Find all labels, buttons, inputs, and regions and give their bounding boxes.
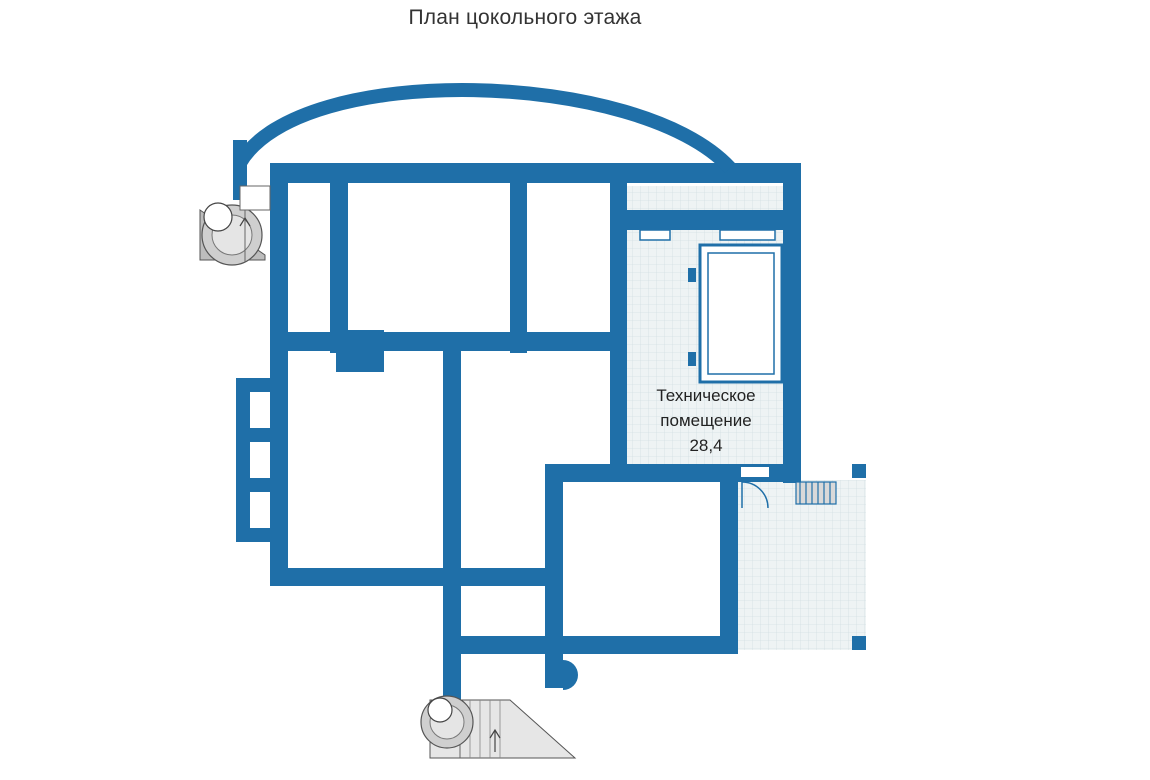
room-label-tech: Техническое помещение 28,4 — [656, 386, 755, 455]
tiled-porch — [738, 480, 866, 650]
porch-door — [741, 481, 769, 509]
room-name: Техническое — [656, 386, 755, 405]
room-area: 28,4 — [689, 436, 722, 455]
boiler-unit — [639, 229, 784, 384]
arched-terrace — [233, 83, 736, 200]
spiral-stair-bottom — [420, 695, 577, 759]
porch-stair — [795, 481, 837, 505]
plan-title: План цокольного этажа — [408, 6, 642, 29]
spiral-stair-top — [199, 185, 271, 266]
walls — [236, 163, 866, 706]
room-name-2: помещение — [660, 411, 751, 430]
